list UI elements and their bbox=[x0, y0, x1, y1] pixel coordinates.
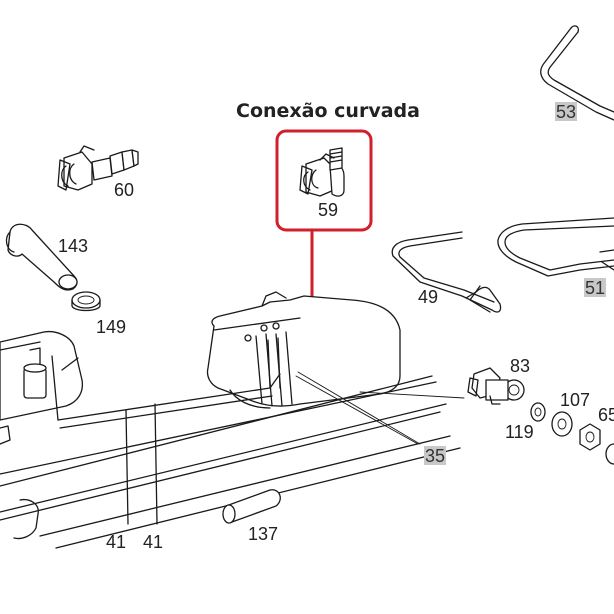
label-149: 149 bbox=[96, 317, 126, 337]
label-51-highlight bbox=[584, 278, 606, 297]
label-51: 51 bbox=[585, 278, 605, 298]
label-137: 137 bbox=[248, 524, 278, 544]
label-49: 49 bbox=[418, 287, 438, 307]
part-49-rod bbox=[391, 231, 502, 313]
part-41-lines bbox=[57, 337, 281, 525]
part-65-nut bbox=[579, 423, 614, 465]
label-53: 53 bbox=[556, 102, 576, 122]
callout-box bbox=[275, 129, 373, 232]
part-60-connector bbox=[57, 145, 139, 191]
part-149-clamp bbox=[71, 291, 101, 312]
label-119: 119 bbox=[505, 422, 534, 442]
label-60: 60 bbox=[114, 180, 134, 200]
label-41-left: 41 bbox=[106, 532, 126, 552]
part-51-rod bbox=[497, 217, 614, 277]
label-35: 35 bbox=[425, 446, 445, 466]
left-module bbox=[0, 330, 84, 445]
part-53-rod bbox=[540, 25, 614, 121]
label-65: 65 bbox=[598, 405, 614, 425]
label-143: 143 bbox=[58, 236, 88, 256]
label-35-highlight bbox=[424, 446, 446, 465]
part-35-tank bbox=[206, 291, 421, 445]
label-53-highlight bbox=[555, 102, 577, 121]
part-83-connector bbox=[359, 367, 525, 405]
part-59-curved-connector bbox=[299, 147, 345, 197]
label-83: 83 bbox=[510, 356, 530, 376]
label-41-right: 41 bbox=[143, 532, 163, 552]
part-119-washer bbox=[530, 402, 546, 422]
part-143-hose bbox=[5, 223, 78, 291]
part-107-washer bbox=[551, 411, 573, 437]
callout-title: Conexão curvada bbox=[236, 100, 420, 122]
leader-lines bbox=[295, 375, 419, 445]
label-107: 107 bbox=[560, 390, 590, 410]
label-59: 59 bbox=[318, 200, 338, 220]
part-137-hose bbox=[222, 489, 281, 524]
